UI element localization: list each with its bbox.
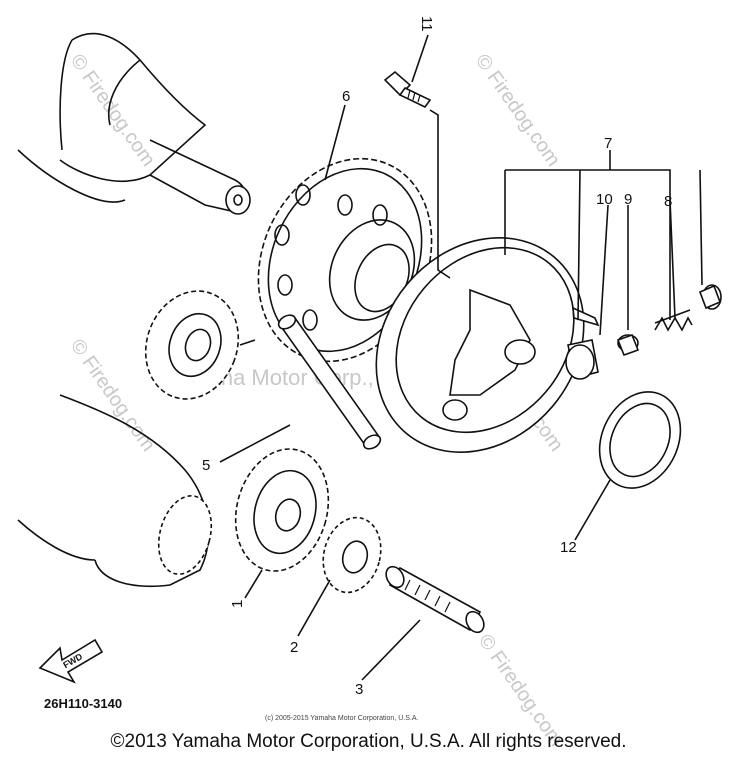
starter-clutch-part-7 [375, 237, 585, 453]
washer-part-12 [598, 391, 682, 489]
watermark-firedog-top-left: © Firedog.com [66, 50, 159, 170]
shaft-part-5 [277, 314, 382, 450]
callout-7: 7 [604, 135, 612, 152]
callout-1: 1 [229, 600, 246, 608]
bolt-part-11 [383, 70, 432, 109]
copyright-footer: ©2013 Yamaha Motor Corporation, U.S.A. A… [110, 731, 627, 752]
forward-arrow: FWD [38, 638, 104, 684]
callout-8: 8 [664, 193, 672, 210]
leader-lines [219, 34, 703, 681]
callout-12: 12 [560, 539, 577, 556]
callout-3: 3 [355, 681, 363, 698]
part-code: 26H110-3140 [44, 696, 122, 711]
gear-part-1 [234, 448, 330, 572]
callout-labels: 1 2 3 5 6 7 8 9 10 11 12 [202, 16, 672, 698]
crankshaft [17, 32, 251, 215]
watermark-firedog-top-right: © Firedog.com [471, 50, 564, 170]
callout-6: 6 [342, 88, 350, 105]
idle-gear [144, 290, 240, 400]
starter-motor [17, 394, 213, 588]
callout-10: 10 [596, 191, 613, 208]
shaft-part-3 [385, 565, 485, 634]
callout-9: 9 [624, 191, 632, 208]
callout-2: 2 [290, 639, 298, 656]
gear-part-2 [322, 516, 382, 594]
callout-5: 5 [202, 457, 210, 474]
clutch-small-parts [565, 284, 722, 380]
small-copyright: (c) 2005-2015 Yamaha Motor Corporation, … [265, 715, 418, 722]
callout-11: 11 [418, 16, 435, 32]
watermark-firedog-mid-left: © Firedog.com [66, 335, 159, 455]
